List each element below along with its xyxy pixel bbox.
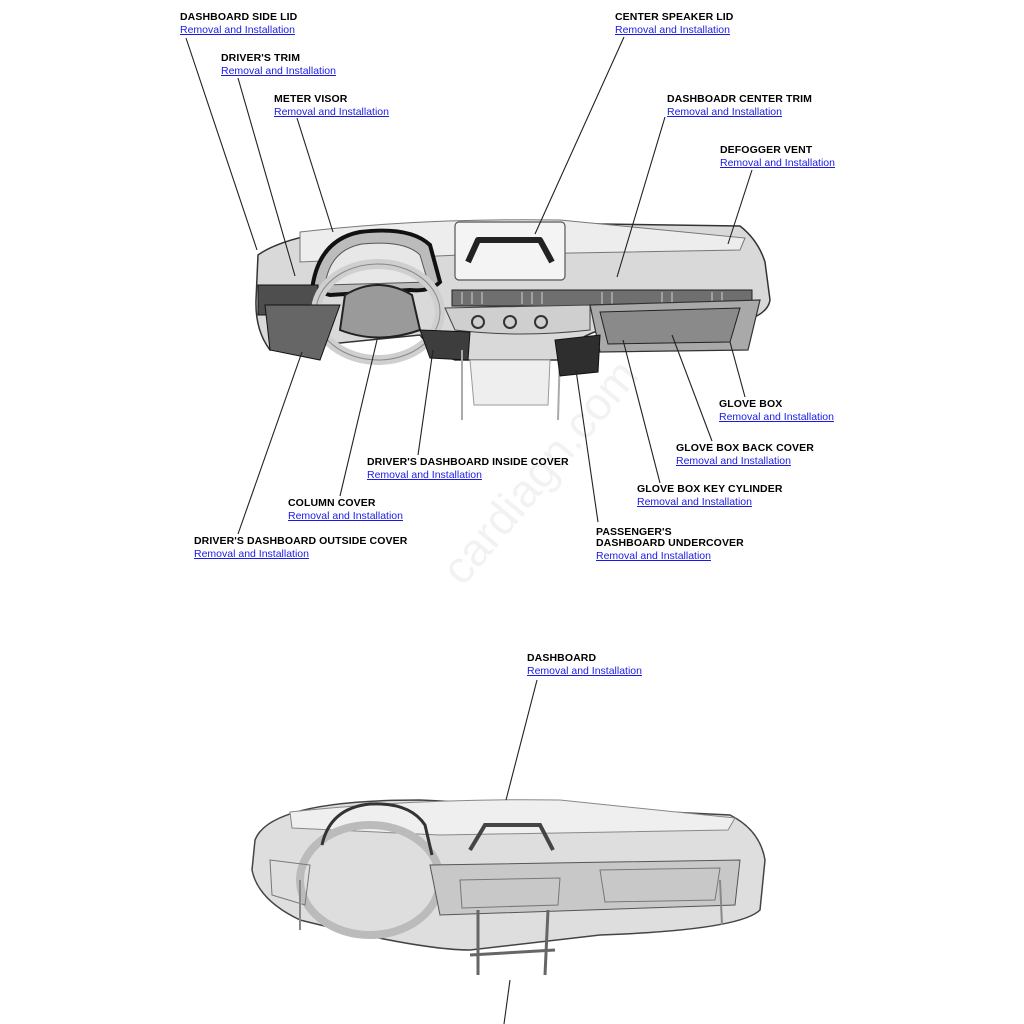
removal-installation-link[interactable]: Removal and Installation	[180, 24, 295, 36]
lower-dashboard-illustration	[251, 799, 766, 976]
callout-dashboard: DASHBOARD Removal and Installation	[527, 653, 642, 677]
callout-title-line-2: DASHBOARD UNDERCOVER	[596, 537, 744, 549]
removal-installation-link[interactable]: Removal and Installation	[676, 455, 791, 467]
removal-installation-link[interactable]: Removal and Installation	[367, 469, 482, 481]
callout-drivers-dashboard-outside-cover: DRIVER'S DASHBOARD OUTSIDE COVER Removal…	[194, 536, 407, 560]
removal-installation-link[interactable]: Removal and Installation	[720, 157, 835, 169]
upper-dashboard-illustration	[255, 219, 771, 421]
callout-title: GLOVE BOX BACK COVER	[676, 442, 814, 454]
callout-defogger-vent: DEFOGGER VENT Removal and Installation	[720, 145, 835, 169]
callout-title: DRIVER'S DASHBOARD OUTSIDE COVER	[194, 535, 408, 547]
callout-meter-visor: METER VISOR Removal and Installation	[274, 94, 389, 118]
removal-installation-link[interactable]: Removal and Installation	[194, 548, 309, 560]
removal-installation-link[interactable]: Removal and Installation	[274, 106, 389, 118]
callout-glove-box: GLOVE BOX Removal and Installation	[719, 399, 834, 423]
removal-installation-link[interactable]: Removal and Installation	[615, 24, 730, 36]
callout-column-cover: COLUMN COVER Removal and Installation	[288, 498, 403, 522]
callout-title: GLOVE BOX KEY CYLINDER	[637, 483, 783, 495]
removal-installation-link[interactable]: Removal and Installation	[596, 550, 711, 562]
removal-installation-link[interactable]: Removal and Installation	[288, 510, 403, 522]
callout-title: GLOVE BOX	[719, 398, 783, 410]
callout-dashboard-side-lid: DASHBOARD SIDE LID Removal and Installat…	[180, 12, 297, 36]
callout-title-line-1: PASSENGER'S	[596, 526, 672, 538]
callout-title: METER VISOR	[274, 93, 348, 105]
callout-glove-box-key-cylinder: GLOVE BOX KEY CYLINDER Removal and Insta…	[637, 484, 783, 508]
callout-title: COLUMN COVER	[288, 497, 376, 509]
callout-title: DASHBOARD SIDE LID	[180, 11, 298, 23]
callout-center-speaker-lid: CENTER SPEAKER LID Removal and Installat…	[615, 12, 733, 36]
callout-glove-box-back-cover: GLOVE BOX BACK COVER Removal and Install…	[676, 443, 814, 467]
callout-title: DASHBOADR CENTER TRIM	[667, 93, 813, 105]
callout-dashboard-center-trim: DASHBOADR CENTER TRIM Removal and Instal…	[667, 94, 812, 118]
callout-title: CENTER SPEAKER LID	[615, 11, 734, 23]
removal-installation-link[interactable]: Removal and Installation	[637, 496, 752, 508]
callout-drivers-dashboard-inside-cover: DRIVER'S DASHBOARD INSIDE COVER Removal …	[367, 457, 569, 481]
removal-installation-link[interactable]: Removal and Installation	[667, 106, 782, 118]
callout-title: DRIVER'S TRIM	[221, 52, 301, 64]
removal-installation-link[interactable]: Removal and Installation	[719, 411, 834, 423]
removal-installation-link[interactable]: Removal and Installation	[527, 665, 642, 677]
callout-title: DASHBOARD	[527, 652, 597, 664]
removal-installation-link[interactable]: Removal and Installation	[221, 65, 336, 77]
callout-title: DRIVER'S DASHBOARD INSIDE COVER	[367, 456, 569, 468]
callout-passengers-dashboard-undercover: PASSENGER'S DASHBOARD UNDERCOVER Removal…	[596, 527, 744, 562]
callout-title: DEFOGGER VENT	[720, 144, 813, 156]
callout-drivers-trim: DRIVER'S TRIM Removal and Installation	[221, 53, 336, 77]
leader-lines	[185, 36, 753, 1024]
